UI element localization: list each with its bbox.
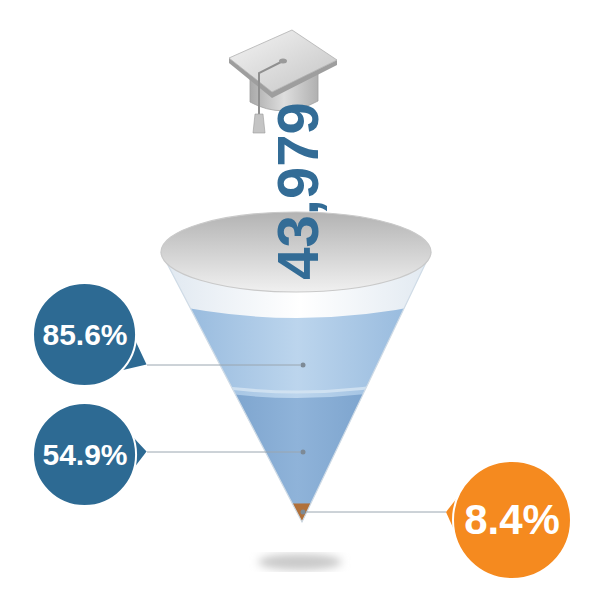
callout-circle <box>453 461 571 579</box>
percent-callout: 54.9% <box>32 402 137 507</box>
leader-line <box>147 365 300 366</box>
leader-line <box>306 512 446 513</box>
percent-callout: 85.6% <box>32 282 137 387</box>
leader-line <box>147 452 300 453</box>
tassel-button <box>279 59 287 64</box>
percent-value: 8.4% <box>464 499 560 541</box>
tassel <box>253 114 265 133</box>
leader-dot <box>301 450 306 455</box>
percent-value: 85.6% <box>42 320 127 350</box>
callout-circle <box>33 403 136 506</box>
callout-circle <box>33 283 136 386</box>
leader-dot <box>301 510 306 515</box>
liquid-highlight <box>150 374 445 392</box>
funnel-liquid <box>150 300 445 540</box>
cap-board <box>229 30 337 92</box>
funnel-deep-liquid <box>150 380 445 540</box>
funnel-tip-fill <box>150 497 445 540</box>
percent-value: 54.9% <box>42 440 127 470</box>
leader-dot <box>301 363 306 368</box>
floor-shadow <box>258 554 342 570</box>
graduate-count: 43,979 <box>269 102 327 279</box>
leader-lines <box>147 363 446 515</box>
percent-callout: 8.4% <box>452 460 572 580</box>
